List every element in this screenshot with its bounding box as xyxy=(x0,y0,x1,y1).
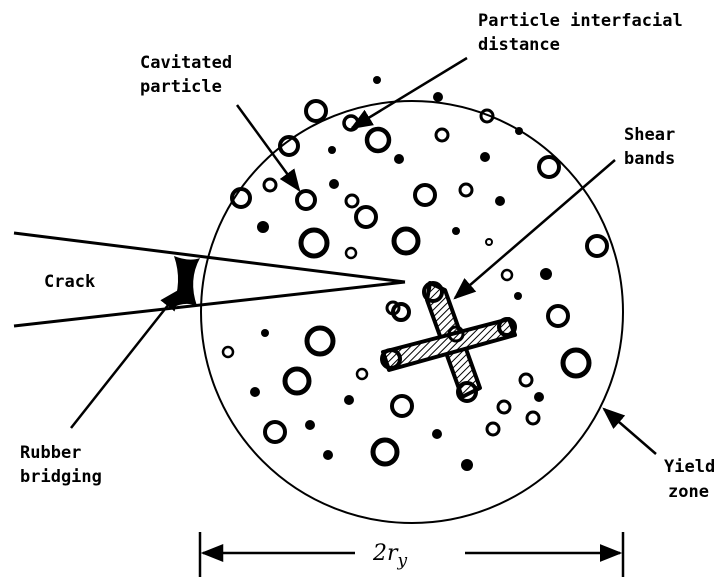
particle xyxy=(539,157,559,177)
particle xyxy=(415,185,435,205)
particle xyxy=(346,195,358,207)
particle xyxy=(265,422,285,442)
particle xyxy=(486,239,492,245)
particle xyxy=(328,146,336,154)
particle xyxy=(520,374,532,386)
particle-interfacial-arrow xyxy=(352,58,467,128)
particle xyxy=(261,329,269,337)
particle xyxy=(306,101,326,121)
particle xyxy=(433,92,443,102)
label-cavitated-particle: particle xyxy=(140,77,222,97)
label-yield-zone: zone xyxy=(668,482,709,502)
cavitated-particle-arrow xyxy=(237,105,299,190)
particle xyxy=(301,230,327,256)
particle xyxy=(264,179,276,191)
particle xyxy=(534,392,544,402)
particle xyxy=(480,152,490,162)
particle xyxy=(367,129,389,151)
particle xyxy=(373,440,397,464)
particle xyxy=(461,459,473,471)
diameter-dimension: 2ry xyxy=(200,532,623,577)
rubber-bridging-ligament xyxy=(172,256,200,308)
particle xyxy=(373,76,381,84)
label-cavitated: Cavitated xyxy=(140,53,232,73)
particle xyxy=(394,154,404,164)
label-yield: Yield xyxy=(664,457,715,477)
particle xyxy=(285,369,309,393)
label-particle-interfacial: Particle interfacial xyxy=(478,11,683,31)
shear-bands xyxy=(383,283,515,397)
label-particle-interfacial-distance: distance xyxy=(478,35,560,55)
label-shear-bands: bands xyxy=(624,149,675,169)
yield-zone-arrow xyxy=(604,409,656,454)
dimension-label: 2ry xyxy=(372,541,408,571)
shear-bands-arrow xyxy=(455,160,615,298)
particle xyxy=(305,420,315,430)
leader-arrows xyxy=(71,58,656,454)
particle xyxy=(514,292,522,300)
particle xyxy=(548,306,568,326)
particle xyxy=(527,412,539,424)
particle xyxy=(495,196,505,206)
label-rubber: Rubber xyxy=(20,443,81,463)
particle xyxy=(223,347,233,357)
particle xyxy=(515,127,523,135)
particle xyxy=(344,395,354,405)
particle xyxy=(392,396,412,416)
particle xyxy=(460,184,472,196)
particle xyxy=(257,221,269,233)
label-crack: Crack xyxy=(44,272,95,292)
particle xyxy=(452,227,460,235)
particle xyxy=(394,229,418,253)
particle xyxy=(563,350,589,376)
particle xyxy=(436,129,448,141)
particle xyxy=(307,328,333,354)
particle xyxy=(487,423,499,435)
particle xyxy=(329,179,339,189)
particle xyxy=(498,401,510,413)
particle xyxy=(502,270,512,280)
particle xyxy=(344,116,358,130)
particle xyxy=(297,191,315,209)
rubber-particles xyxy=(223,76,607,471)
particle xyxy=(323,450,333,460)
particle xyxy=(356,207,376,227)
label-shear: Shear xyxy=(624,125,675,145)
particle xyxy=(432,429,442,439)
label-rubber-bridging: bridging xyxy=(20,467,102,487)
particle xyxy=(250,387,260,397)
particle xyxy=(357,369,367,379)
rubber-bridging-arrow xyxy=(71,290,180,428)
particle xyxy=(587,236,607,256)
particle xyxy=(346,248,356,258)
particle xyxy=(540,268,552,280)
